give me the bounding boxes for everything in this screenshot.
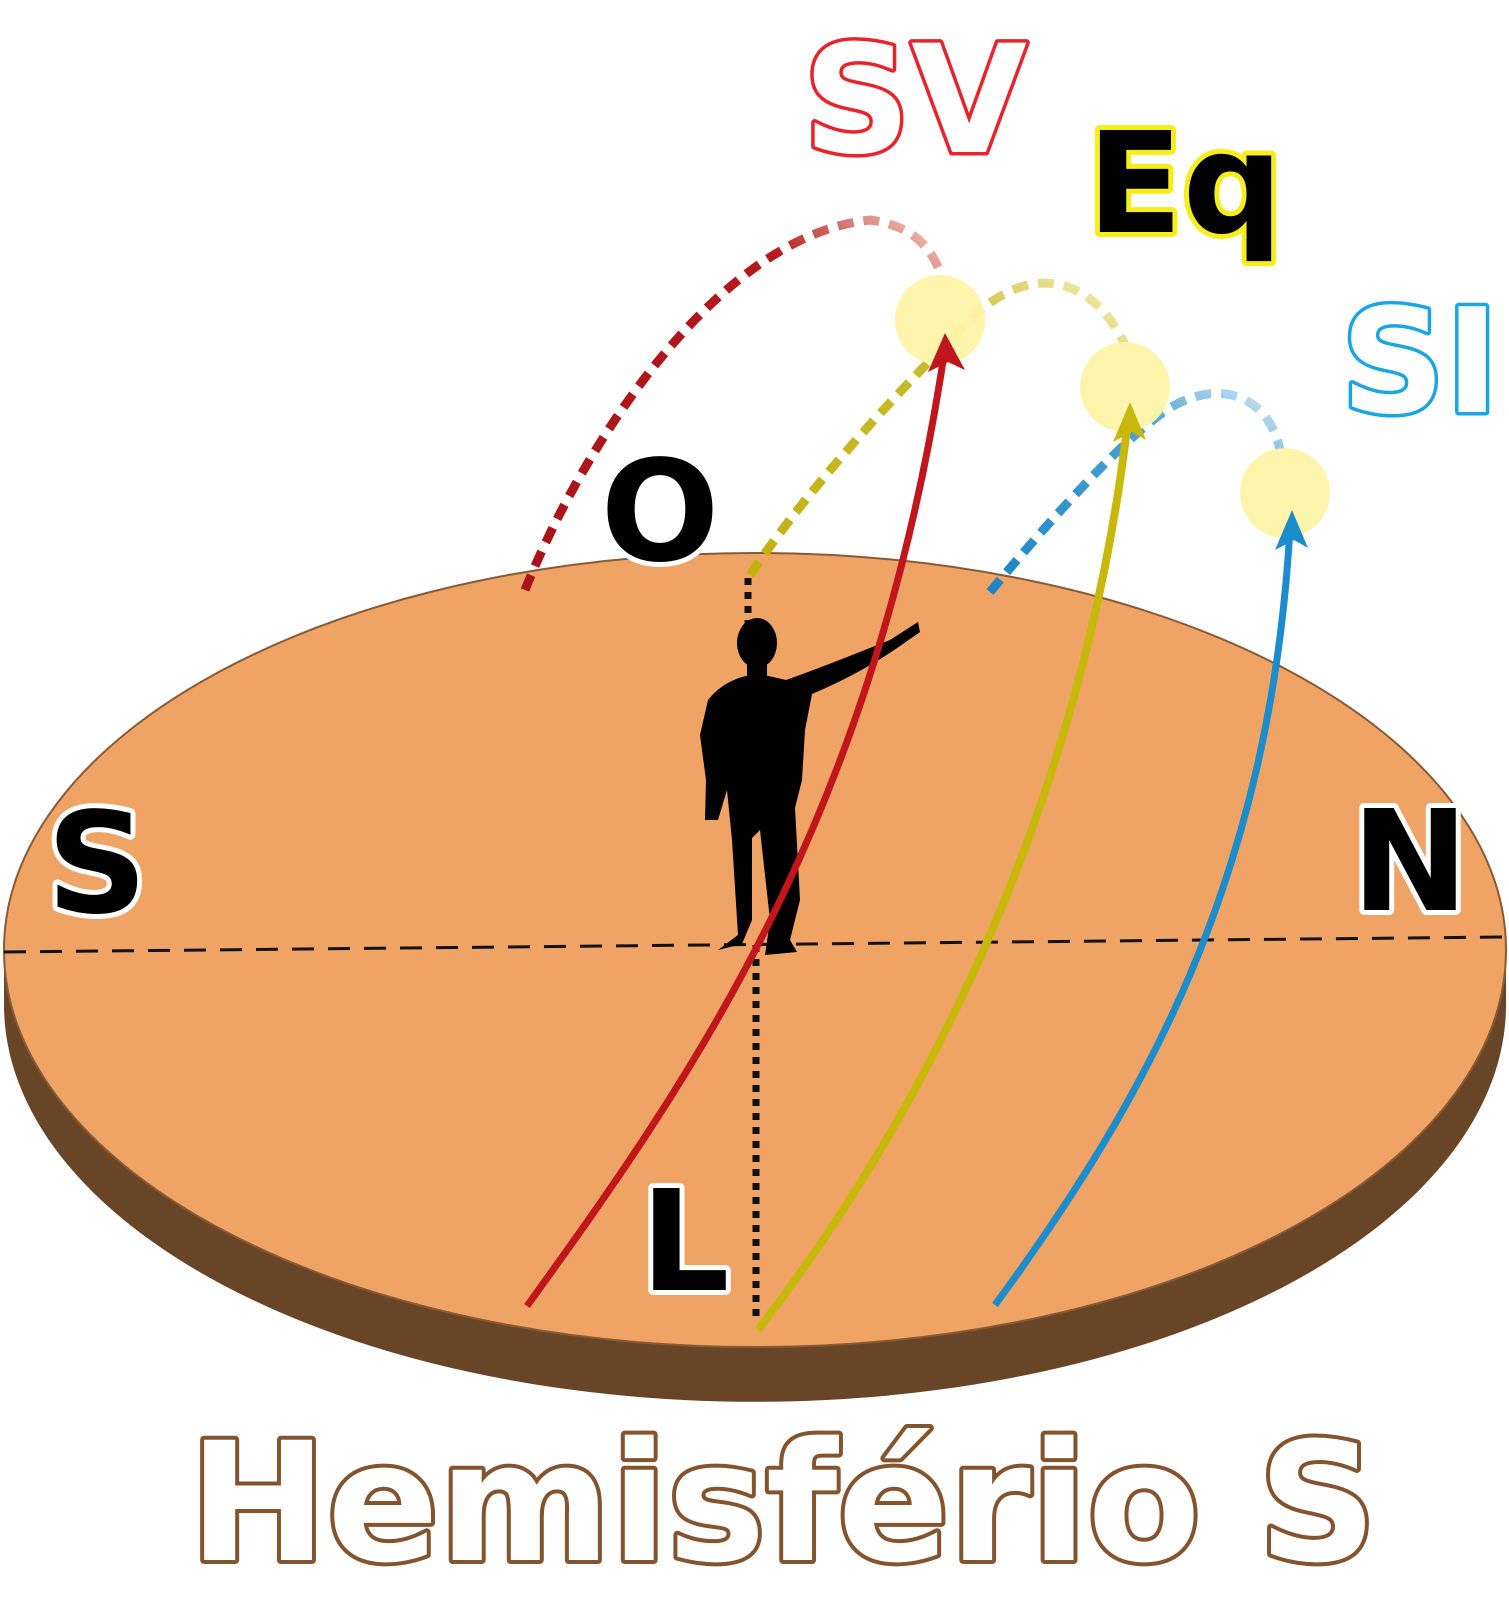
eq-day-path bbox=[754, 419, 1132, 1333]
diagram-title: Hemisfério S bbox=[189, 1407, 1377, 1599]
sun-si bbox=[1240, 448, 1330, 538]
label-north: N bbox=[1351, 781, 1468, 944]
sun-sv bbox=[895, 275, 985, 365]
si-west-arc bbox=[986, 388, 1285, 595]
sun-eq bbox=[1080, 342, 1170, 432]
eq-west-arc bbox=[746, 278, 1130, 578]
si-arrowhead bbox=[1275, 510, 1308, 550]
label-eq: Eq bbox=[1087, 103, 1283, 266]
sv-day-path bbox=[524, 347, 949, 1309]
label-east: L bbox=[640, 1161, 729, 1324]
label-sv: SV bbox=[803, 14, 1027, 188]
sv-arrowhead bbox=[928, 333, 965, 372]
observer-silhouette bbox=[700, 618, 920, 955]
eq-arrowhead bbox=[1113, 402, 1146, 442]
si-day-path bbox=[992, 527, 1294, 1308]
label-west: O bbox=[600, 431, 719, 594]
sv-west-arc bbox=[520, 215, 945, 592]
label-si: SI bbox=[1341, 278, 1499, 447]
label-south: S bbox=[47, 783, 148, 946]
